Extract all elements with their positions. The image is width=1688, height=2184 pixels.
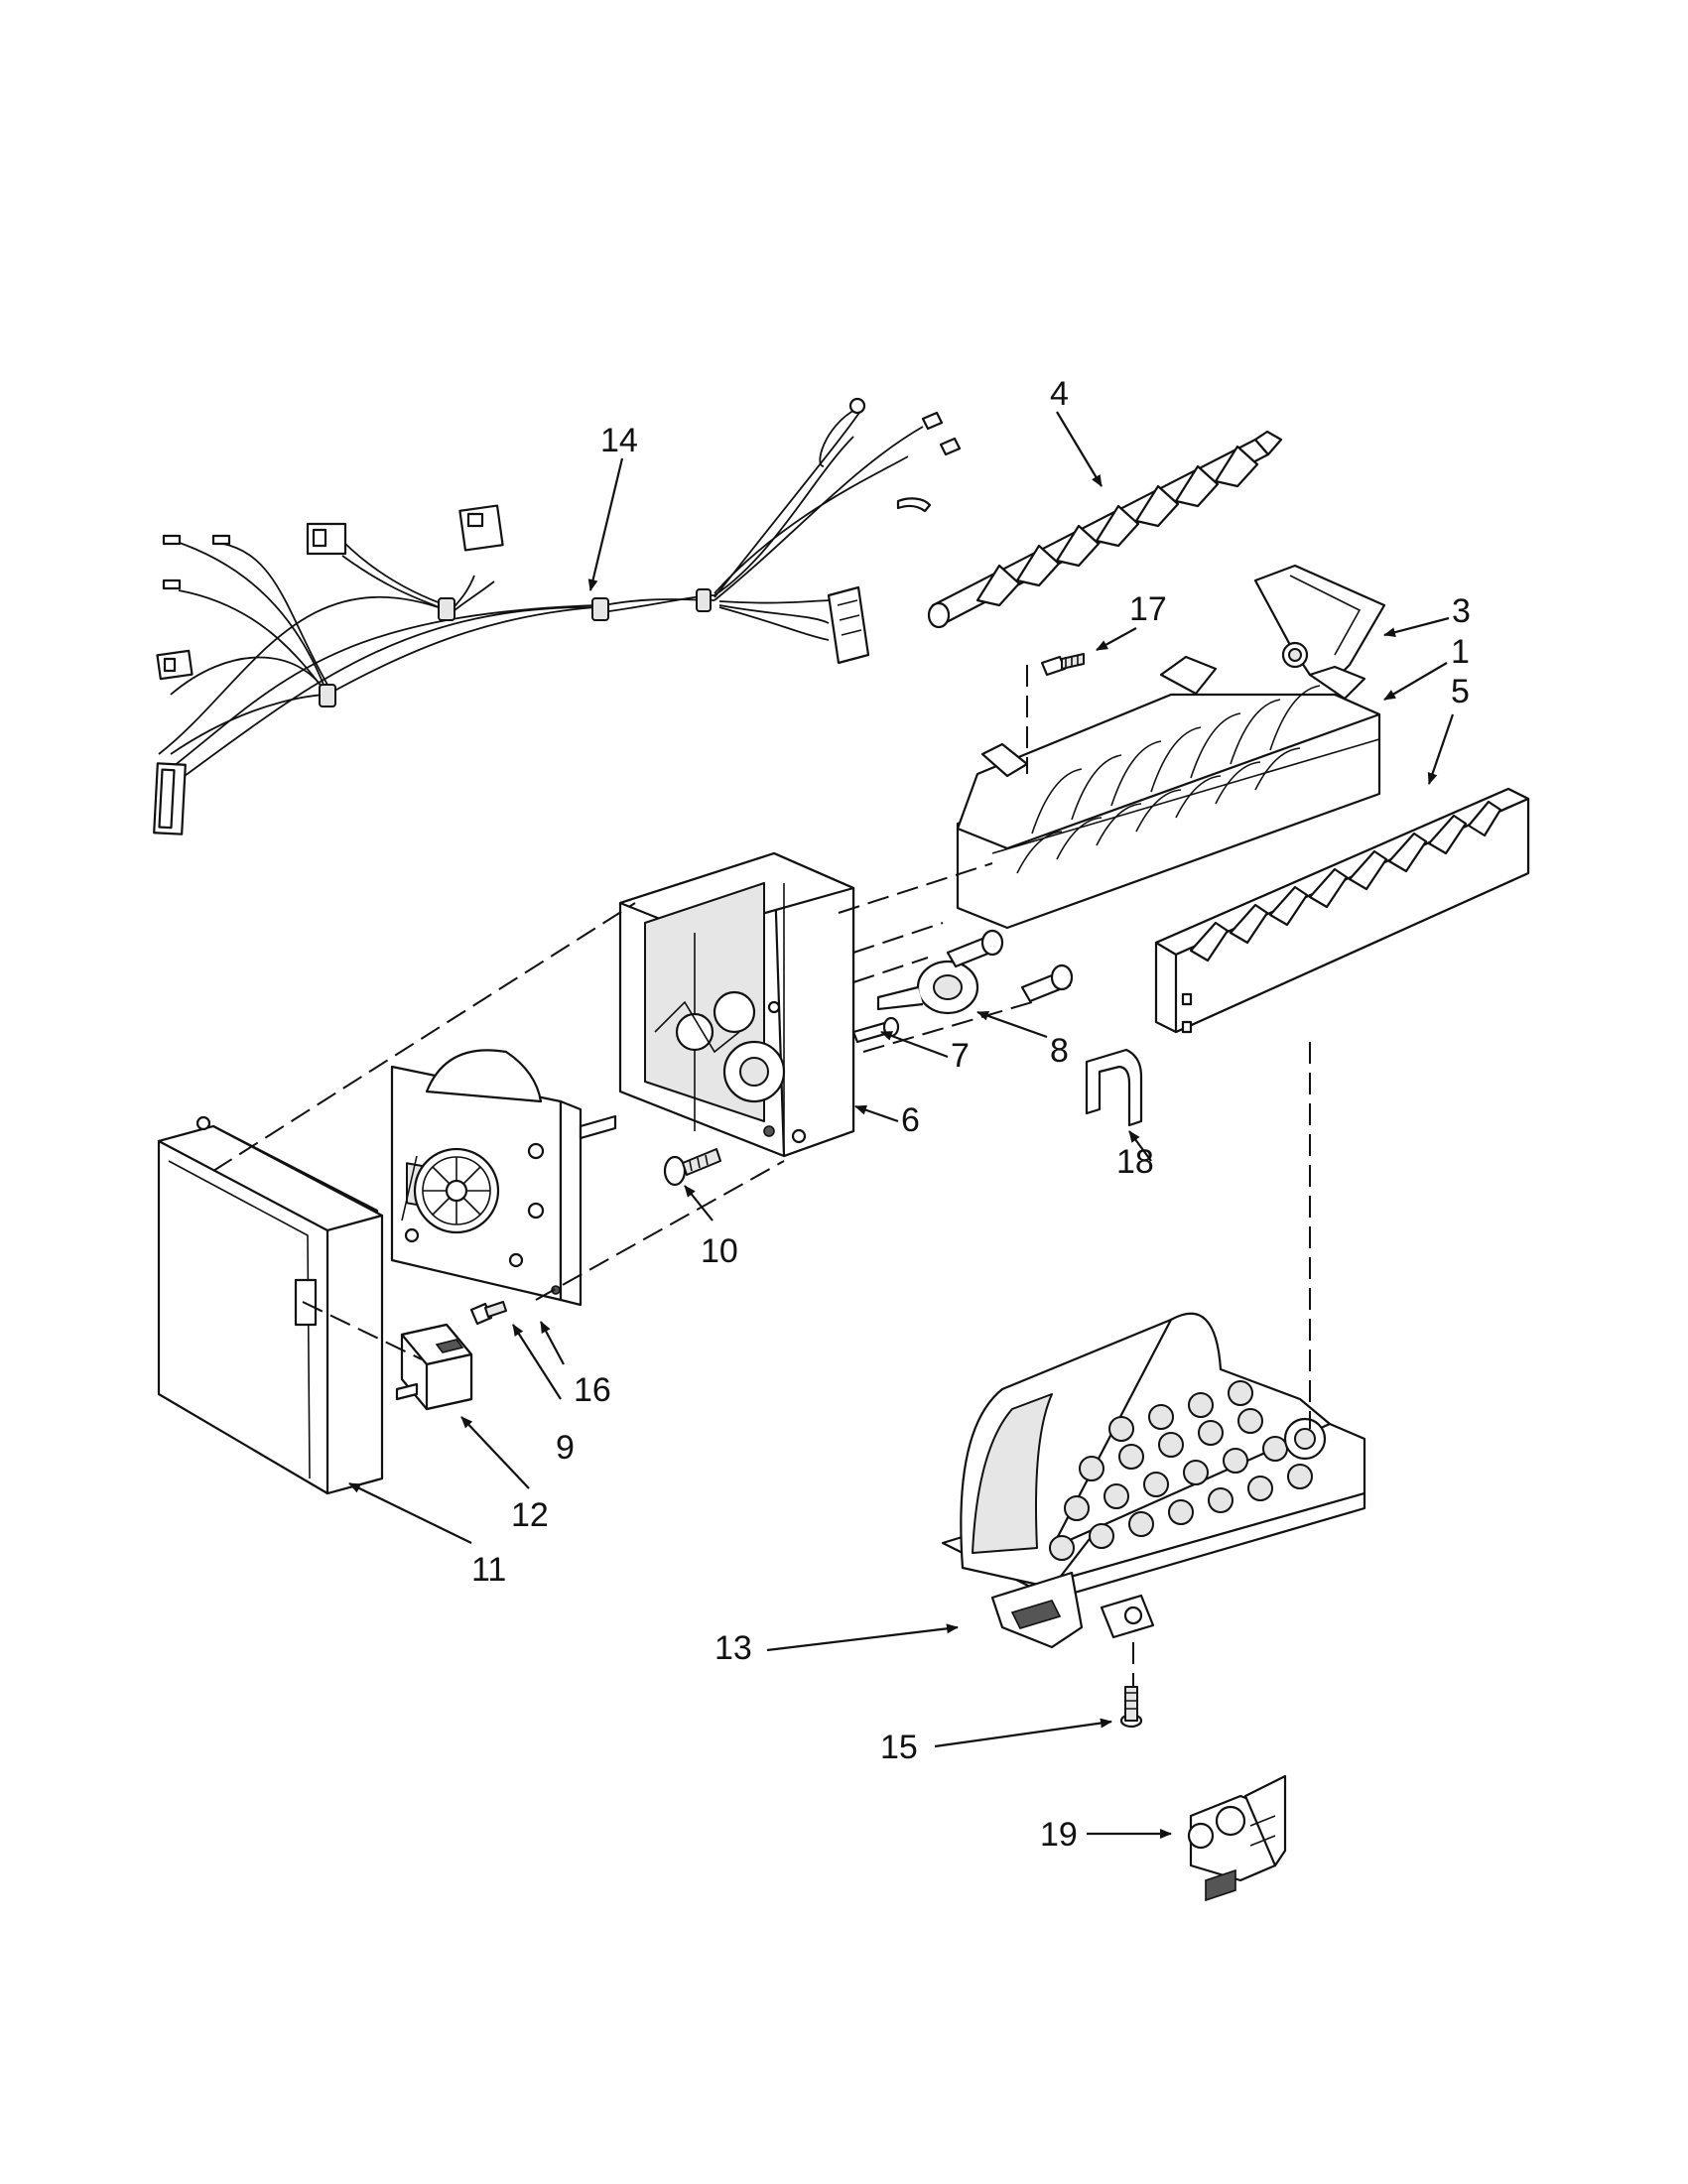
- callout-15: 15: [880, 1729, 918, 1766]
- callout-14: 14: [600, 422, 638, 459]
- callout-10: 10: [701, 1232, 738, 1270]
- callout-13: 13: [714, 1629, 752, 1667]
- part-10-screw: [663, 1148, 721, 1187]
- assembly-lines: [212, 665, 1311, 1687]
- callout-18: 18: [1116, 1143, 1154, 1181]
- callout-9: 9: [556, 1429, 575, 1467]
- part-8-pins: [946, 929, 1074, 1003]
- part-18-clip: [1085, 1048, 1143, 1127]
- callout-8: 8: [1050, 1032, 1069, 1070]
- part-16-motor-plate: [390, 1049, 617, 1307]
- part-8-thermostat: [876, 960, 979, 1015]
- part-14-wire-harness: [153, 397, 962, 835]
- part-1-mold: [956, 655, 1381, 930]
- part-9-screw: [469, 1301, 507, 1326]
- callout-12: 12: [511, 1496, 549, 1534]
- part-3-cover: [1253, 564, 1386, 687]
- callout-16: 16: [574, 1371, 611, 1409]
- part-13-assembly: [941, 1312, 1366, 1649]
- leader-lines: [348, 411, 1455, 1839]
- callout-3: 3: [1452, 592, 1471, 630]
- part-5-fill-cup: [1154, 787, 1530, 1034]
- part-12-switch: [395, 1323, 473, 1411]
- callout-4: 4: [1050, 375, 1069, 413]
- part-17-screw: [1040, 653, 1085, 677]
- callout-7: 7: [951, 1037, 970, 1075]
- callout-6: 6: [901, 1101, 920, 1139]
- callout-19: 19: [1040, 1816, 1078, 1854]
- callout-5: 5: [1451, 673, 1470, 710]
- callout-11: 11: [471, 1551, 506, 1589]
- part-15-screw: [1119, 1686, 1143, 1729]
- callout-labels: 14 4 17 3 1 5 8 7 6 18 10 16 9 12 11 13 …: [471, 375, 1471, 1854]
- part-4-ejector: [927, 430, 1283, 629]
- callout-1: 1: [1451, 633, 1470, 671]
- part-11-cover: [157, 1115, 384, 1495]
- part-6-module-housing: [618, 851, 855, 1158]
- part-19-water-valve: [1187, 1774, 1287, 1902]
- callout-17: 17: [1129, 590, 1167, 628]
- part-7-coupler: [851, 1016, 900, 1044]
